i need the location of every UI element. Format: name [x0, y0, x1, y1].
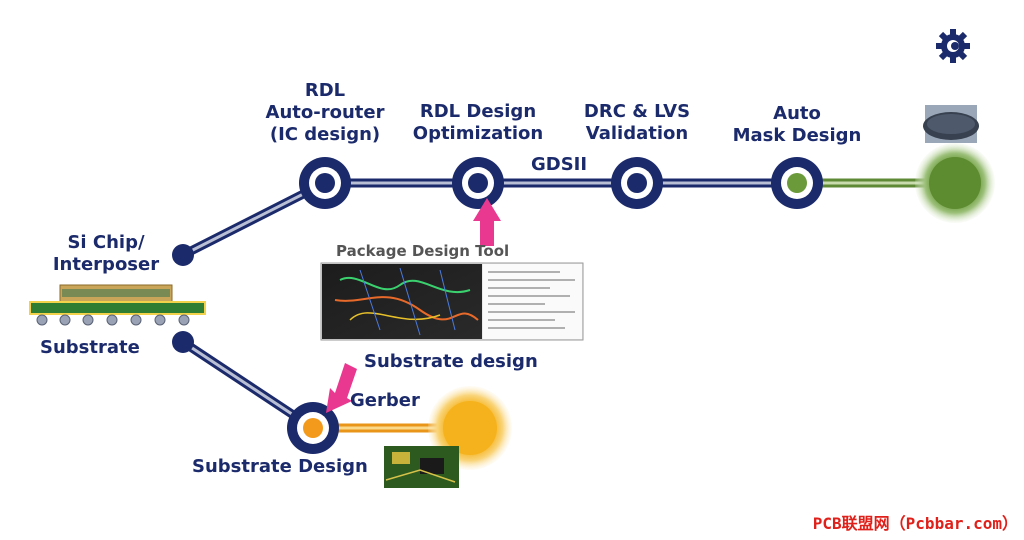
label-gerber: Gerber	[350, 390, 420, 411]
label-gdsii: GDSII	[531, 154, 588, 175]
label-drc-lvs: DRC & LVS Validation	[583, 101, 691, 144]
pcb-board-image	[384, 446, 459, 488]
label-package-design-tool: Package Design Tool	[336, 242, 510, 260]
package-tool-screenshot	[320, 262, 584, 341]
label-rdl-autorouter: RDL Auto-router (IC design)	[265, 80, 385, 145]
substrate-dot	[172, 331, 194, 353]
label-auto-mask: Auto Mask Design	[732, 103, 862, 146]
label-substrate-design-top: Substrate design	[364, 351, 538, 372]
wafer-image	[923, 105, 979, 143]
node-mask-output	[915, 143, 995, 223]
node-rdl-design-opt	[452, 157, 504, 209]
label-si-chip-interposer: Si Chip/ Interposer	[52, 232, 160, 275]
si-chip-dot	[172, 244, 194, 266]
node-substrate-design	[287, 402, 339, 454]
pink-pointer-arrow-icon	[473, 198, 501, 246]
chip-package-illustration	[29, 284, 206, 326]
node-rdl-autorouter	[299, 157, 351, 209]
label-substrate-design-bottom: Substrate Design	[192, 456, 368, 477]
connector-lines	[178, 178, 955, 433]
label-rdl-design-opt: RDL Design Optimization	[412, 101, 544, 144]
gear-logo-icon	[936, 29, 970, 63]
label-substrate: Substrate	[40, 337, 140, 358]
node-drc-lvs	[611, 157, 663, 209]
pink-pointer-arrow-icon-gerber	[326, 363, 357, 413]
watermark-text: PCB联盟网（Pcbbar.com）	[812, 514, 1018, 533]
node-auto-mask	[771, 157, 823, 209]
